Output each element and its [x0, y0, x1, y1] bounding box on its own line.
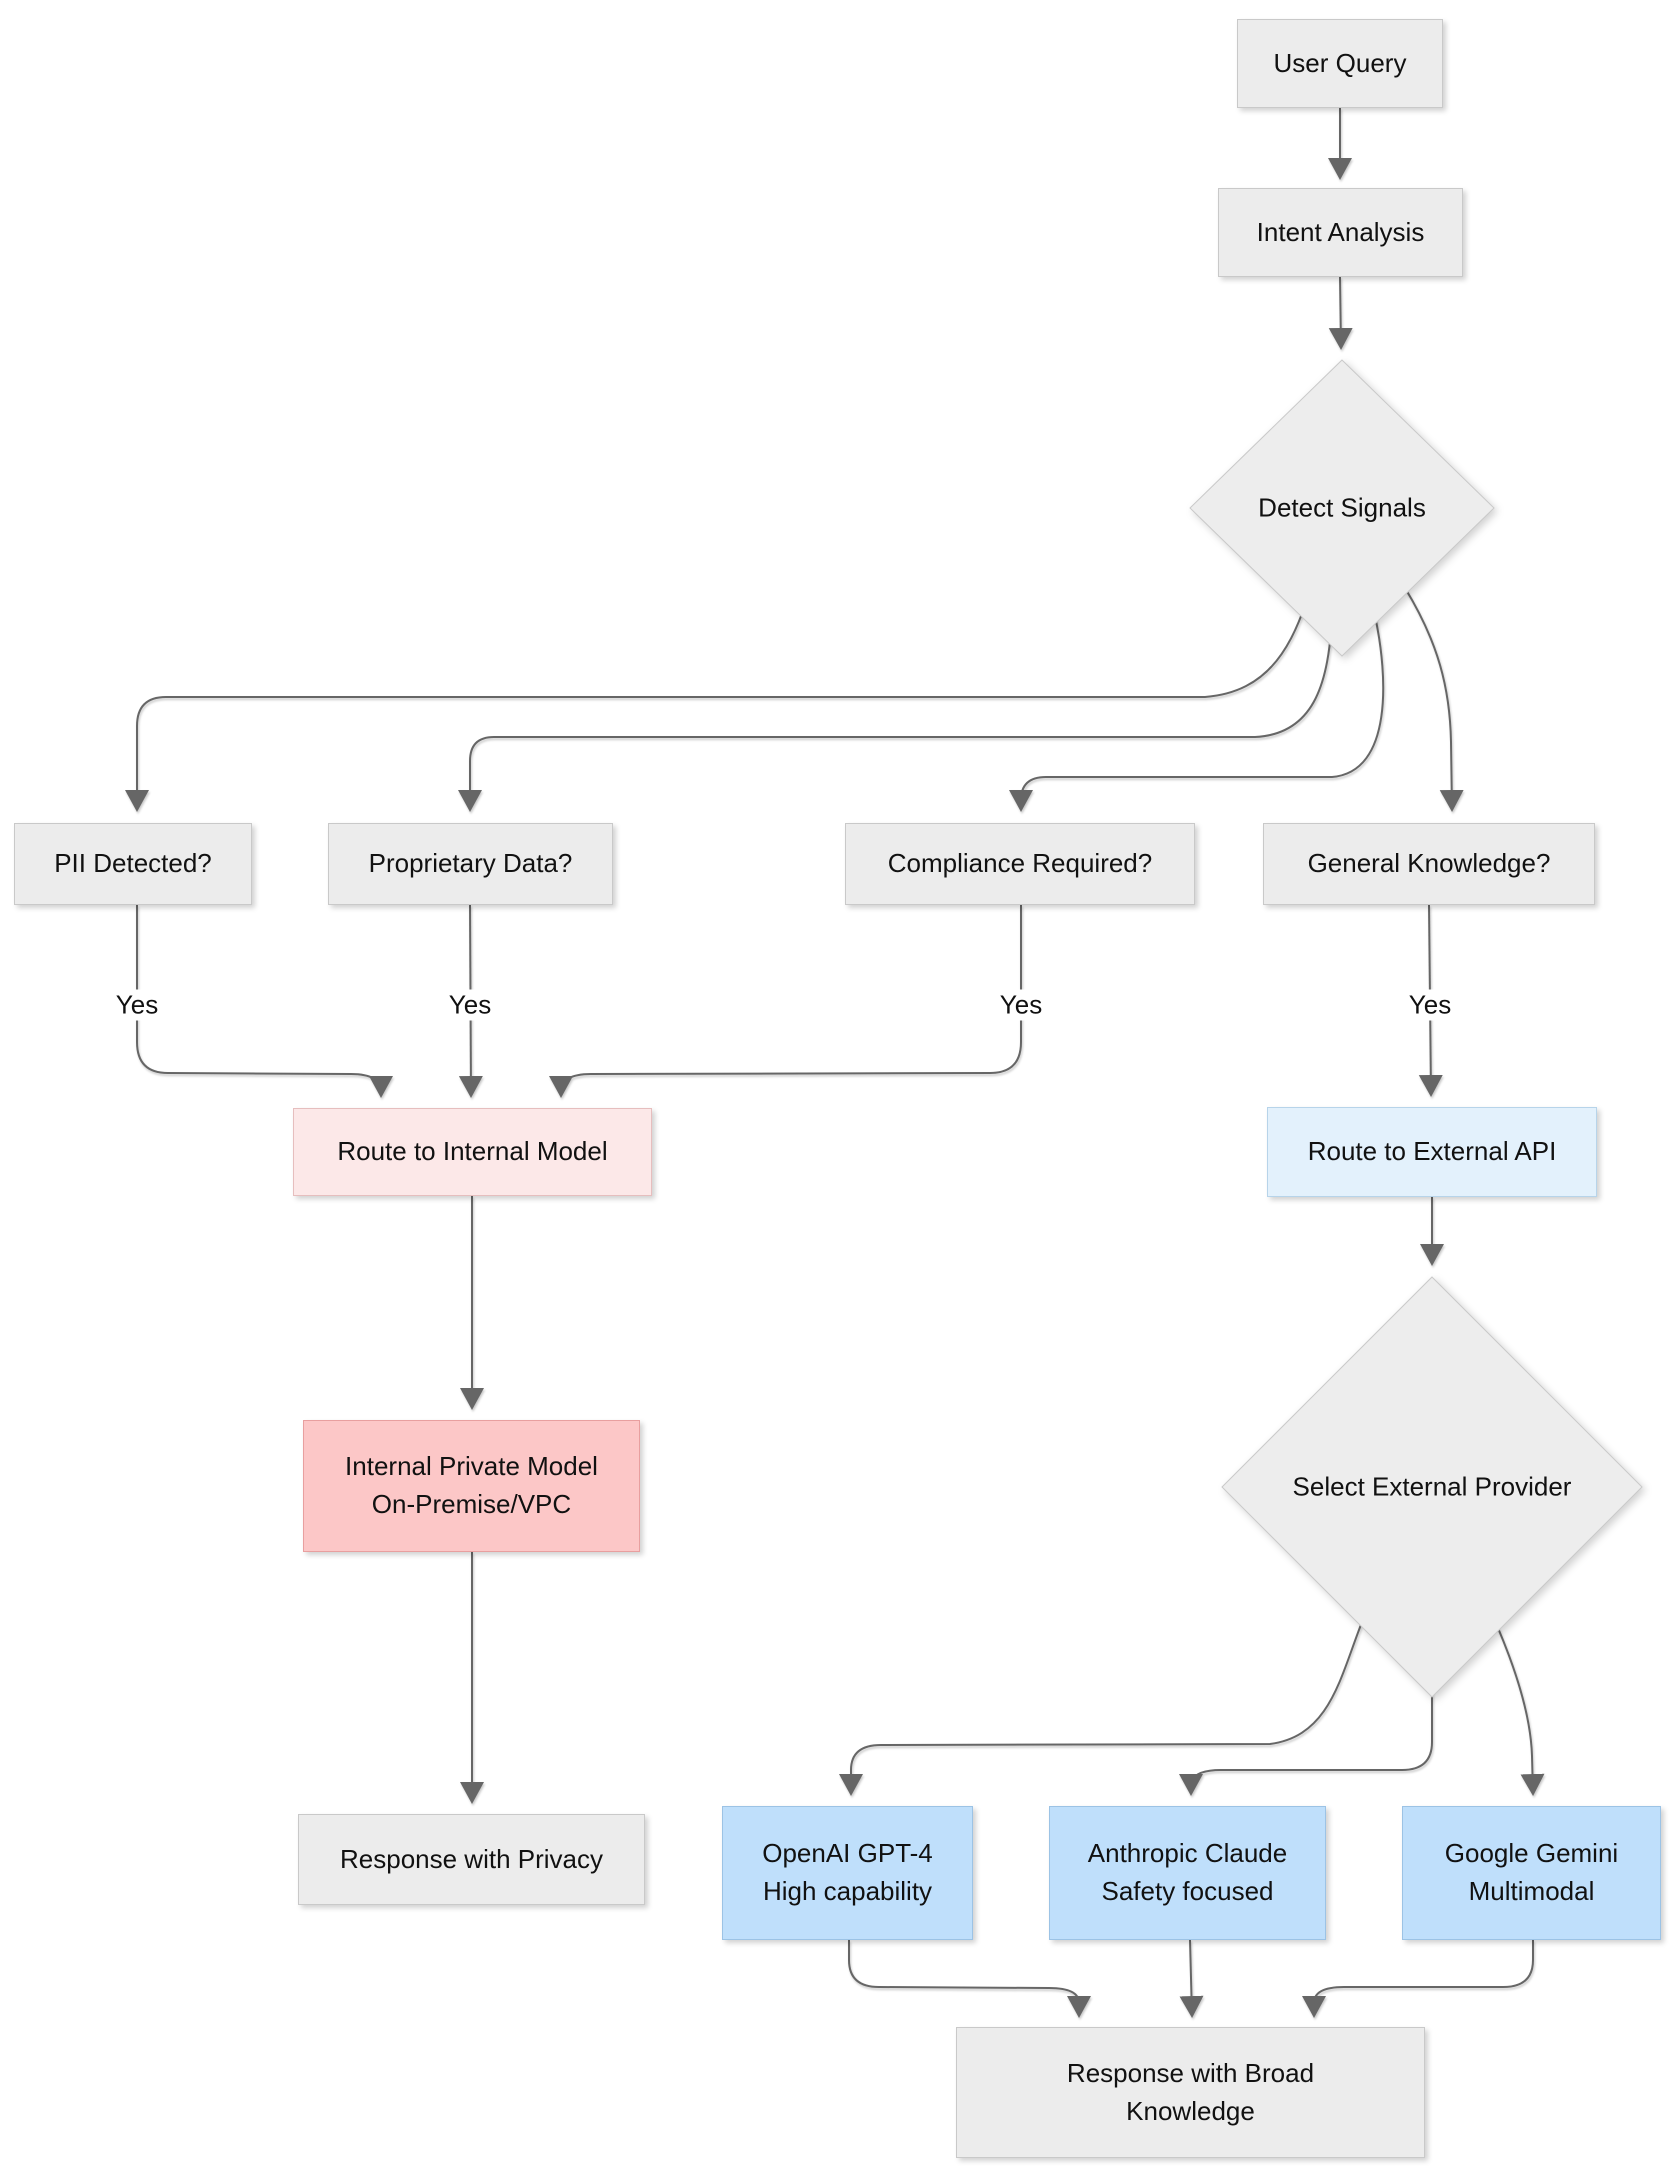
- select-provider-diamond: [1221, 1276, 1643, 1698]
- decision-diamonds: [1189, 359, 1643, 1698]
- node-internal-private-model-line2: On-Premise/VPC: [371, 1489, 572, 1519]
- node-general-knowledge: General Knowledge?: [1263, 823, 1595, 905]
- node-response-privacy: Response with Privacy: [298, 1814, 645, 1905]
- node-proprietary-data-label: Proprietary Data?: [368, 848, 573, 879]
- node-route-internal-label: Route to Internal Model: [337, 1136, 608, 1167]
- node-intent-analysis-label: Intent Analysis: [1256, 216, 1425, 247]
- node-general-knowledge-label: General Knowledge?: [1307, 848, 1551, 879]
- edge-label-general-yes: Yes: [1400, 989, 1460, 1021]
- node-pii-detected-label: PII Detected?: [54, 848, 212, 879]
- node-internal-private-model: Internal Private Model On-Premise/VPC: [303, 1420, 640, 1552]
- node-compliance-required: Compliance Required?: [845, 823, 1195, 905]
- node-google-gemini-line2: Multimodal: [1468, 1876, 1595, 1906]
- node-compliance-required-label: Compliance Required?: [887, 848, 1153, 879]
- node-google-gemini-line1: Google Gemini: [1444, 1838, 1619, 1869]
- node-response-broad: Response with Broad Knowledge: [956, 2027, 1425, 2158]
- edge-google-respbroad: [1302, 1940, 1534, 2018]
- node-user-query: User Query: [1237, 19, 1443, 108]
- node-internal-private-model-line1: Internal Private Model: [345, 1451, 598, 1482]
- node-select-provider-label: Select External Provider: [1292, 1471, 1572, 1502]
- edge-select-openai: [839, 1621, 1363, 1796]
- node-response-broad-line1: Response with Broad: [1066, 2057, 1315, 2088]
- node-route-internal: Route to Internal Model: [293, 1108, 652, 1196]
- edge-label-proprietary-yes: Yes: [440, 989, 500, 1021]
- node-intent-analysis: Intent Analysis: [1218, 188, 1463, 277]
- edge-openai-respbroad: [848, 1940, 1091, 2018]
- node-proprietary-data: Proprietary Data?: [328, 823, 613, 905]
- node-route-external: Route to External API: [1267, 1107, 1597, 1197]
- node-openai-gpt4-line1: OpenAI GPT-4: [762, 1838, 933, 1869]
- edge-detect-general: [1404, 587, 1464, 812]
- edge-detect-proprietary: [458, 619, 1333, 812]
- detect-signals-diamond: [1189, 359, 1495, 657]
- node-response-privacy-label: Response with Privacy: [340, 1843, 603, 1874]
- edge-anthropic-respbroad: [1179, 1939, 1204, 2018]
- edge-label-pii-yes: Yes: [107, 989, 167, 1021]
- node-pii-detected: PII Detected?: [14, 823, 252, 905]
- edge-intent-detect: [1328, 276, 1353, 350]
- edge-label-compliance-yes: Yes: [991, 989, 1051, 1021]
- node-response-broad-line2: Knowledge: [1126, 2095, 1255, 2126]
- edge-detect-compliance: [1009, 615, 1385, 812]
- edge-select-google: [1497, 1627, 1545, 1796]
- node-user-query-label: User Query: [1273, 47, 1407, 78]
- edge-comp-routeinternal: [549, 905, 1022, 1098]
- node-openai-gpt4-line2: High capability: [762, 1876, 933, 1906]
- node-anthropic-claude: Anthropic Claude Safety focused: [1049, 1806, 1326, 1940]
- node-route-external-label: Route to External API: [1307, 1136, 1557, 1167]
- node-anthropic-claude-line1: Anthropic Claude: [1087, 1838, 1288, 1869]
- edge-select-anthropic: [1179, 1690, 1433, 1796]
- edge-pii-routeinternal: [136, 905, 393, 1098]
- node-google-gemini: Google Gemini Multimodal: [1402, 1806, 1661, 1940]
- edge-detect-pii: [125, 569, 1316, 812]
- node-detect-signals-label: Detect Signals: [1258, 492, 1426, 523]
- edges: [125, 108, 1545, 2018]
- node-anthropic-claude-line2: Safety focused: [1101, 1876, 1274, 1906]
- node-openai-gpt4: OpenAI GPT-4 High capability: [722, 1806, 973, 1940]
